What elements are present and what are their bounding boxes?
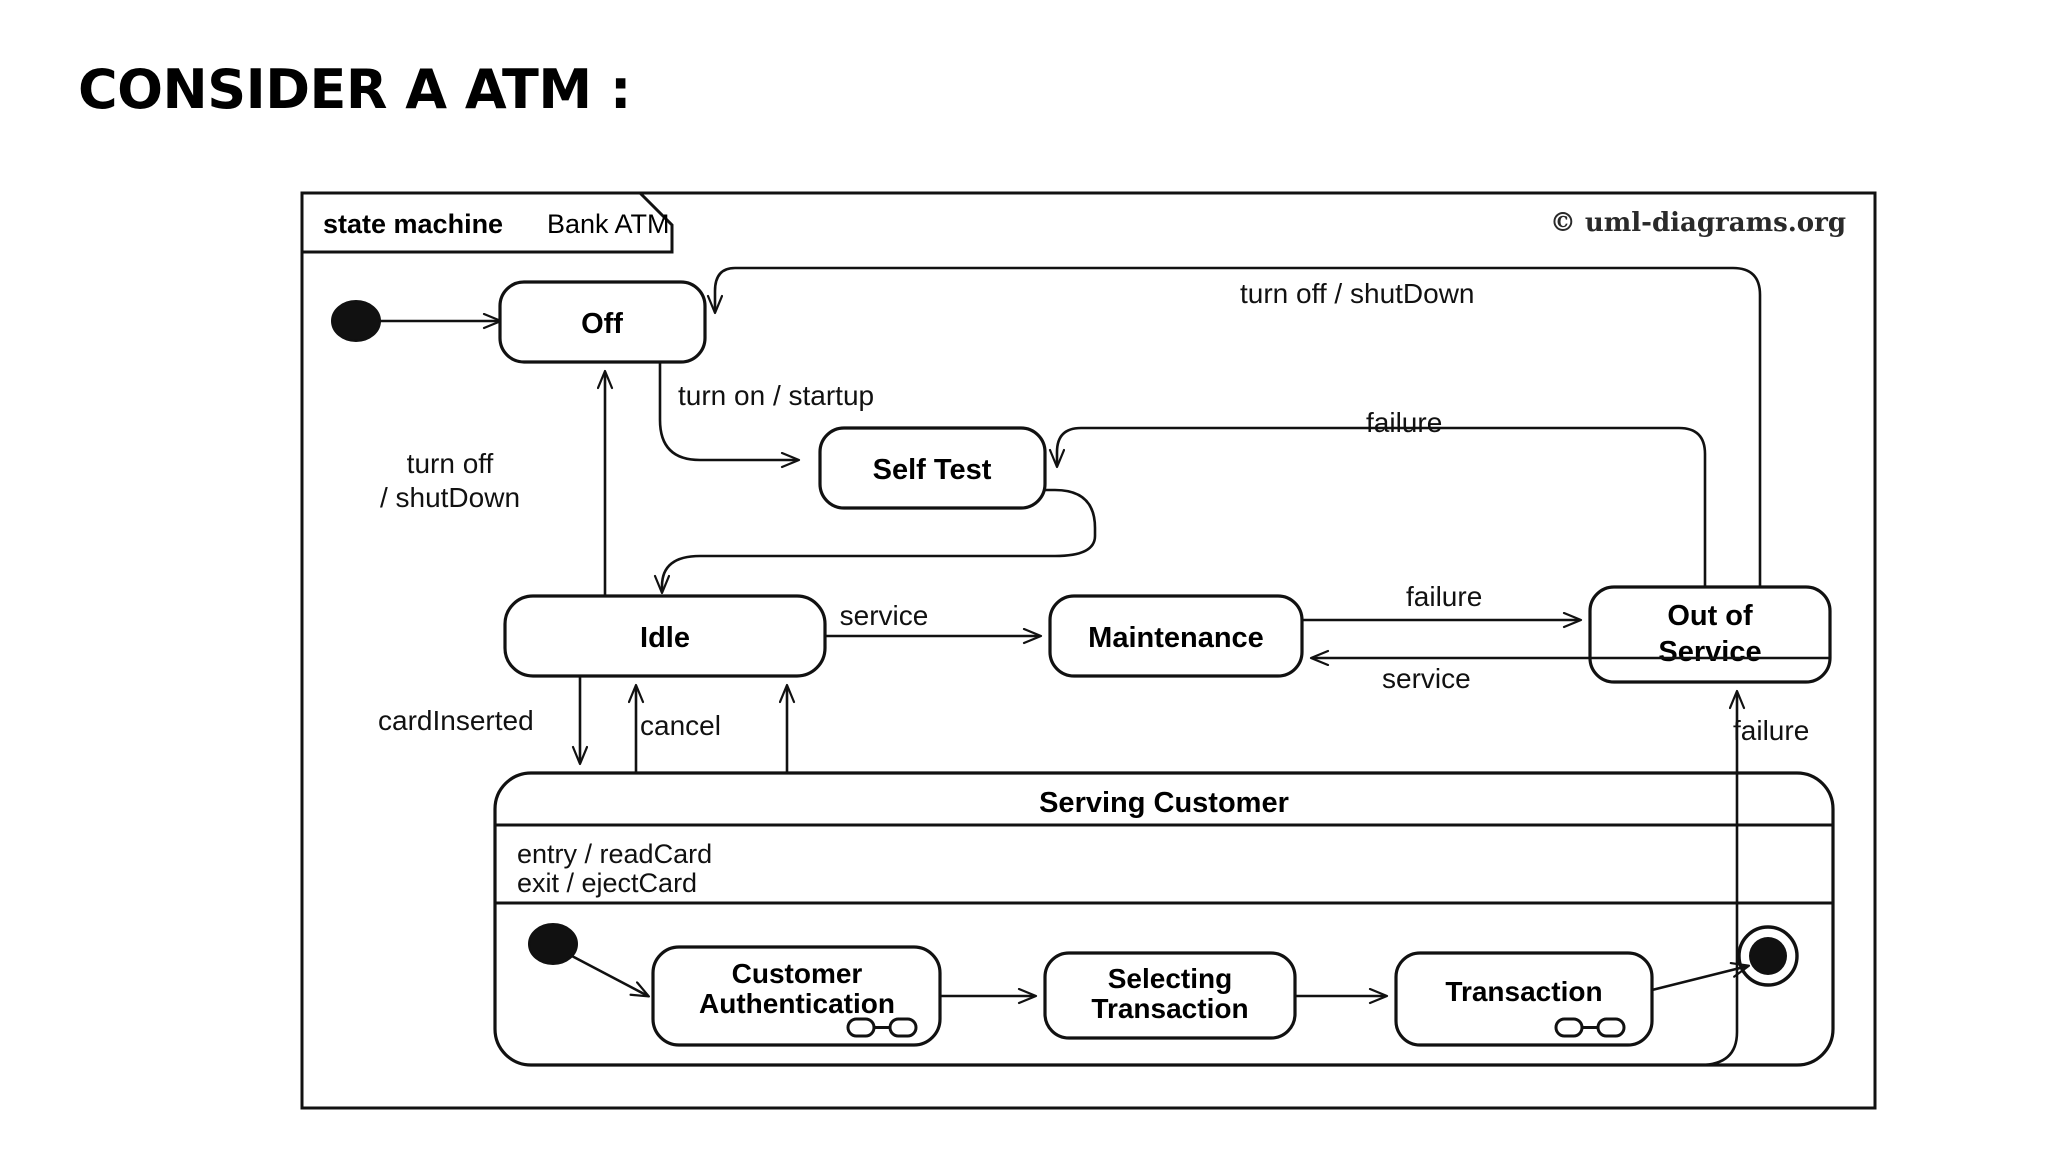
transition-labels: turn on / startup turn off / shutDown tu… (378, 278, 1809, 746)
frame-header-tab (300, 191, 674, 254)
state-idle-label: Idle (640, 622, 690, 654)
credit-label: © uml-diagrams.org (1550, 208, 1846, 238)
label-failure-bottom: failure (1733, 715, 1809, 746)
label-service-right: service (1382, 663, 1471, 694)
state-customer-authentication-label-1: Customer (732, 958, 863, 989)
state-customer-authentication-label-2: Authentication (699, 988, 895, 1019)
state-out-of-service-label-2: Service (1658, 636, 1761, 668)
state-selecting-transaction-label-2: Transaction (1091, 993, 1248, 1024)
transition-out-of-service-to-self-test (1057, 426, 1707, 587)
state-self-test[interactable]: Self Test (818, 426, 1047, 510)
label-turn-off-line1: turn off (407, 448, 494, 479)
state-maintenance-label: Maintenance (1088, 622, 1264, 654)
state-maintenance[interactable]: Maintenance (1048, 594, 1304, 678)
state-transaction-label: Transaction (1445, 976, 1602, 1007)
initial-pseudostate-top (331, 300, 500, 342)
label-service-left: service (840, 600, 929, 631)
label-turn-on-startup: turn on / startup (678, 380, 874, 411)
label-turn-off-line2: / shutDown (380, 482, 520, 513)
state-customer-authentication[interactable]: Customer Authentication (651, 945, 942, 1047)
state-selecting-transaction[interactable]: Selecting Transaction (1043, 951, 1297, 1040)
state-idle[interactable]: Idle (503, 594, 827, 678)
transition-transaction-to-final (1651, 966, 1748, 992)
composite-state-icon (1554, 1017, 1626, 1038)
serving-customer-entry-action: entry / readCard (517, 839, 712, 869)
transition-out-of-service-to-off (715, 266, 1762, 587)
transition-serving-customer-to-out-of-service (1699, 692, 1737, 1067)
state-out-of-service[interactable]: Out of Service (1588, 585, 1832, 684)
serving-customer-exit-action: exit / ejectCard (517, 868, 697, 898)
frame-name-label: Bank ATM (547, 209, 670, 239)
initial-pseudostate-serving (528, 923, 648, 996)
state-transaction[interactable]: Transaction (1394, 951, 1654, 1047)
label-failure-mid: failure (1406, 581, 1482, 612)
state-off[interactable]: Off (498, 280, 707, 364)
state-self-test-label: Self Test (873, 454, 992, 486)
label-cancel: cancel (640, 710, 721, 741)
final-state-serving (1737, 925, 1799, 987)
transition-off-to-self-test (658, 362, 798, 460)
serving-customer-title: Serving Customer (1039, 787, 1289, 819)
transition-lines (580, 266, 1830, 1067)
state-out-of-service-label-1: Out of (1667, 600, 1753, 632)
frame-kind-label: state machine (323, 209, 503, 239)
label-turn-off-shutdown: turn off / shutDown (1240, 278, 1475, 309)
label-failure-top: failure (1366, 407, 1442, 438)
composite-state-icon (846, 1017, 918, 1038)
transition-self-test-to-idle (662, 488, 1097, 592)
label-card-inserted: cardInserted (378, 705, 534, 736)
state-selecting-transaction-label-1: Selecting (1108, 963, 1232, 994)
page-title: CONSIDER A ATM : (78, 58, 631, 121)
state-off-label: Off (581, 308, 623, 340)
